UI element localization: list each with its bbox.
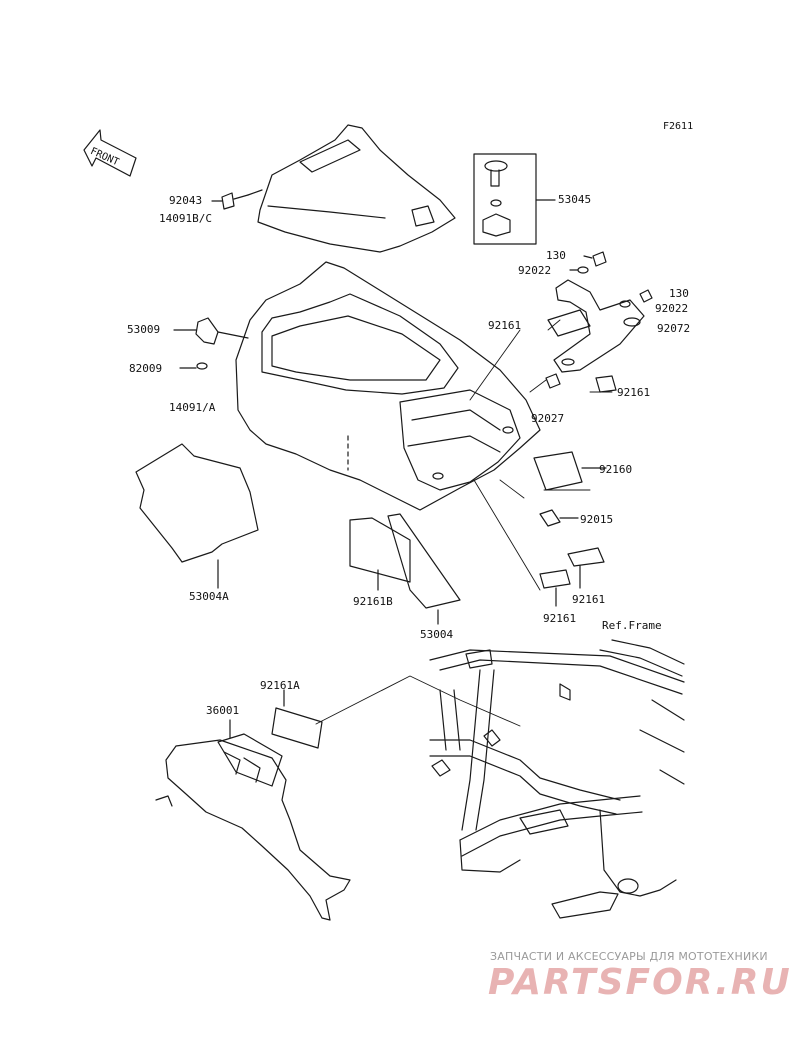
fastener-box-53045 xyxy=(473,153,556,245)
rivet-53009-part xyxy=(173,317,249,370)
watermark-subtitle: ЗАПЧАСТИ И АКСЕССУАРЫ ДЛЯ МОТОТЕХНИКИ xyxy=(490,950,768,963)
label-53045: 53045 xyxy=(558,193,592,206)
front-arrow-icon xyxy=(83,129,137,177)
label-53009: 53009 xyxy=(127,323,161,336)
label-92043: 92043 xyxy=(169,194,203,207)
panel-53004-part xyxy=(387,513,461,625)
pad-92160-part xyxy=(533,451,607,491)
bracket-92072-part xyxy=(553,279,653,373)
clip-92015-part xyxy=(539,509,579,527)
duct-36001-part xyxy=(155,719,351,921)
pad-92161-upper xyxy=(545,309,617,393)
label-82009: 82009 xyxy=(129,362,163,375)
leader-lines xyxy=(315,319,613,727)
pad-92161a-part xyxy=(271,689,323,749)
label-53004a: 53004A xyxy=(189,590,229,603)
label-92161-bracket: 92161 xyxy=(488,319,522,332)
label-92027: 92027 xyxy=(531,412,565,425)
label-92160: 92160 xyxy=(599,463,633,476)
label-130-upper: 130 xyxy=(546,249,566,262)
upper-cowl-part xyxy=(257,124,456,253)
label-92161-lower-left: 92161 xyxy=(543,612,577,625)
watermark-logo: PARTSFOR.RU xyxy=(488,962,792,1003)
label-ref-frame: Ref.Frame xyxy=(602,619,662,632)
label-14091a: 14091/A xyxy=(169,401,216,414)
label-92161-right: 92161 xyxy=(617,386,651,399)
label-92161b: 92161B xyxy=(353,595,393,608)
label-53004: 53004 xyxy=(420,628,454,641)
label-92161-lower-right: 92161 xyxy=(572,593,606,606)
label-92022-upper: 92022 xyxy=(518,264,552,277)
label-36001: 36001 xyxy=(206,704,240,717)
panel-53004a-part xyxy=(135,443,259,589)
bolt-130-upper-part xyxy=(569,251,607,274)
frame-reference-part xyxy=(429,639,685,919)
label-92072: 92072 xyxy=(657,322,691,335)
label-92015: 92015 xyxy=(580,513,614,526)
label-92161a: 92161A xyxy=(260,679,300,692)
label-92022-lower: 92022 xyxy=(655,302,689,315)
main-fairing-part xyxy=(235,261,541,511)
pad-92161b-part xyxy=(349,517,411,591)
figure-code: F2611 xyxy=(663,121,694,132)
label-14091bc: 14091B/C xyxy=(159,212,212,225)
label-130-lower: 130 xyxy=(669,287,689,300)
pad-92161-lower xyxy=(539,547,605,607)
bolt-92043-part xyxy=(211,189,263,210)
